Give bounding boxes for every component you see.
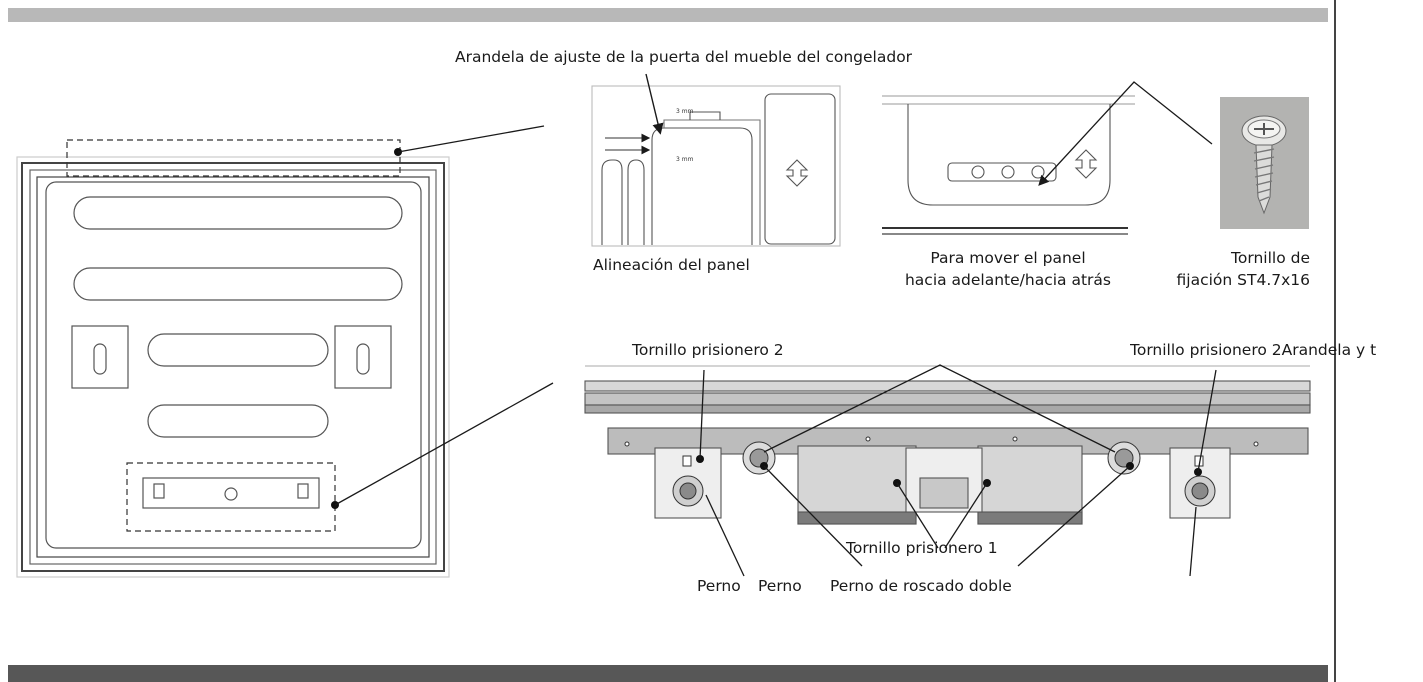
screw-label-2: fijación ST4.7x16 — [1176, 271, 1310, 289]
hardware-fasteners — [624, 436, 1259, 507]
top-zoom-frame — [66, 139, 401, 177]
bottom-zoom-leader — [334, 382, 554, 506]
bottom-zoom-frame — [126, 462, 336, 532]
panel-alignment-label: Alineación del panel — [593, 256, 750, 274]
bottom-rule — [8, 665, 1328, 682]
move-panel-label-2: hacia adelante/hacia atrás — [904, 271, 1111, 289]
screw-label-1: Tornillo de — [1231, 249, 1310, 267]
door-panel-overview — [16, 156, 450, 578]
screw-icon — [1241, 115, 1287, 215]
top-rule — [8, 8, 1328, 22]
set-screw-1-label: Tornillo prisionero 1 — [846, 539, 998, 557]
move-panel-label-1: Para mover el panel — [930, 249, 1086, 267]
washer-leader — [645, 73, 664, 135]
double-thread-bolt-label: Perno de roscado doble — [830, 577, 1012, 595]
hardware-leaders — [699, 364, 1217, 577]
move-panel-detail — [882, 95, 1135, 235]
alignment-detail — [591, 85, 841, 247]
page-edge-line — [1334, 0, 1336, 682]
move-panel-leader — [1038, 81, 1213, 186]
top-zoom-leader — [397, 125, 545, 153]
detail-note-2: 3 mm — [676, 156, 694, 163]
bolt-label-a: Perno — [697, 577, 741, 595]
set-screw-right-label: Tornillo prisionero 2Arandela y t — [1130, 341, 1377, 359]
bolt-label-b: Perno — [758, 577, 802, 595]
washer-label: Arandela de ajuste de la puerta del mueb… — [455, 48, 913, 66]
set-screw-left-label: Tornillo prisionero 2 — [632, 341, 784, 359]
screw-photo — [1220, 97, 1309, 229]
detail-note-1: 3 mm — [676, 108, 694, 115]
